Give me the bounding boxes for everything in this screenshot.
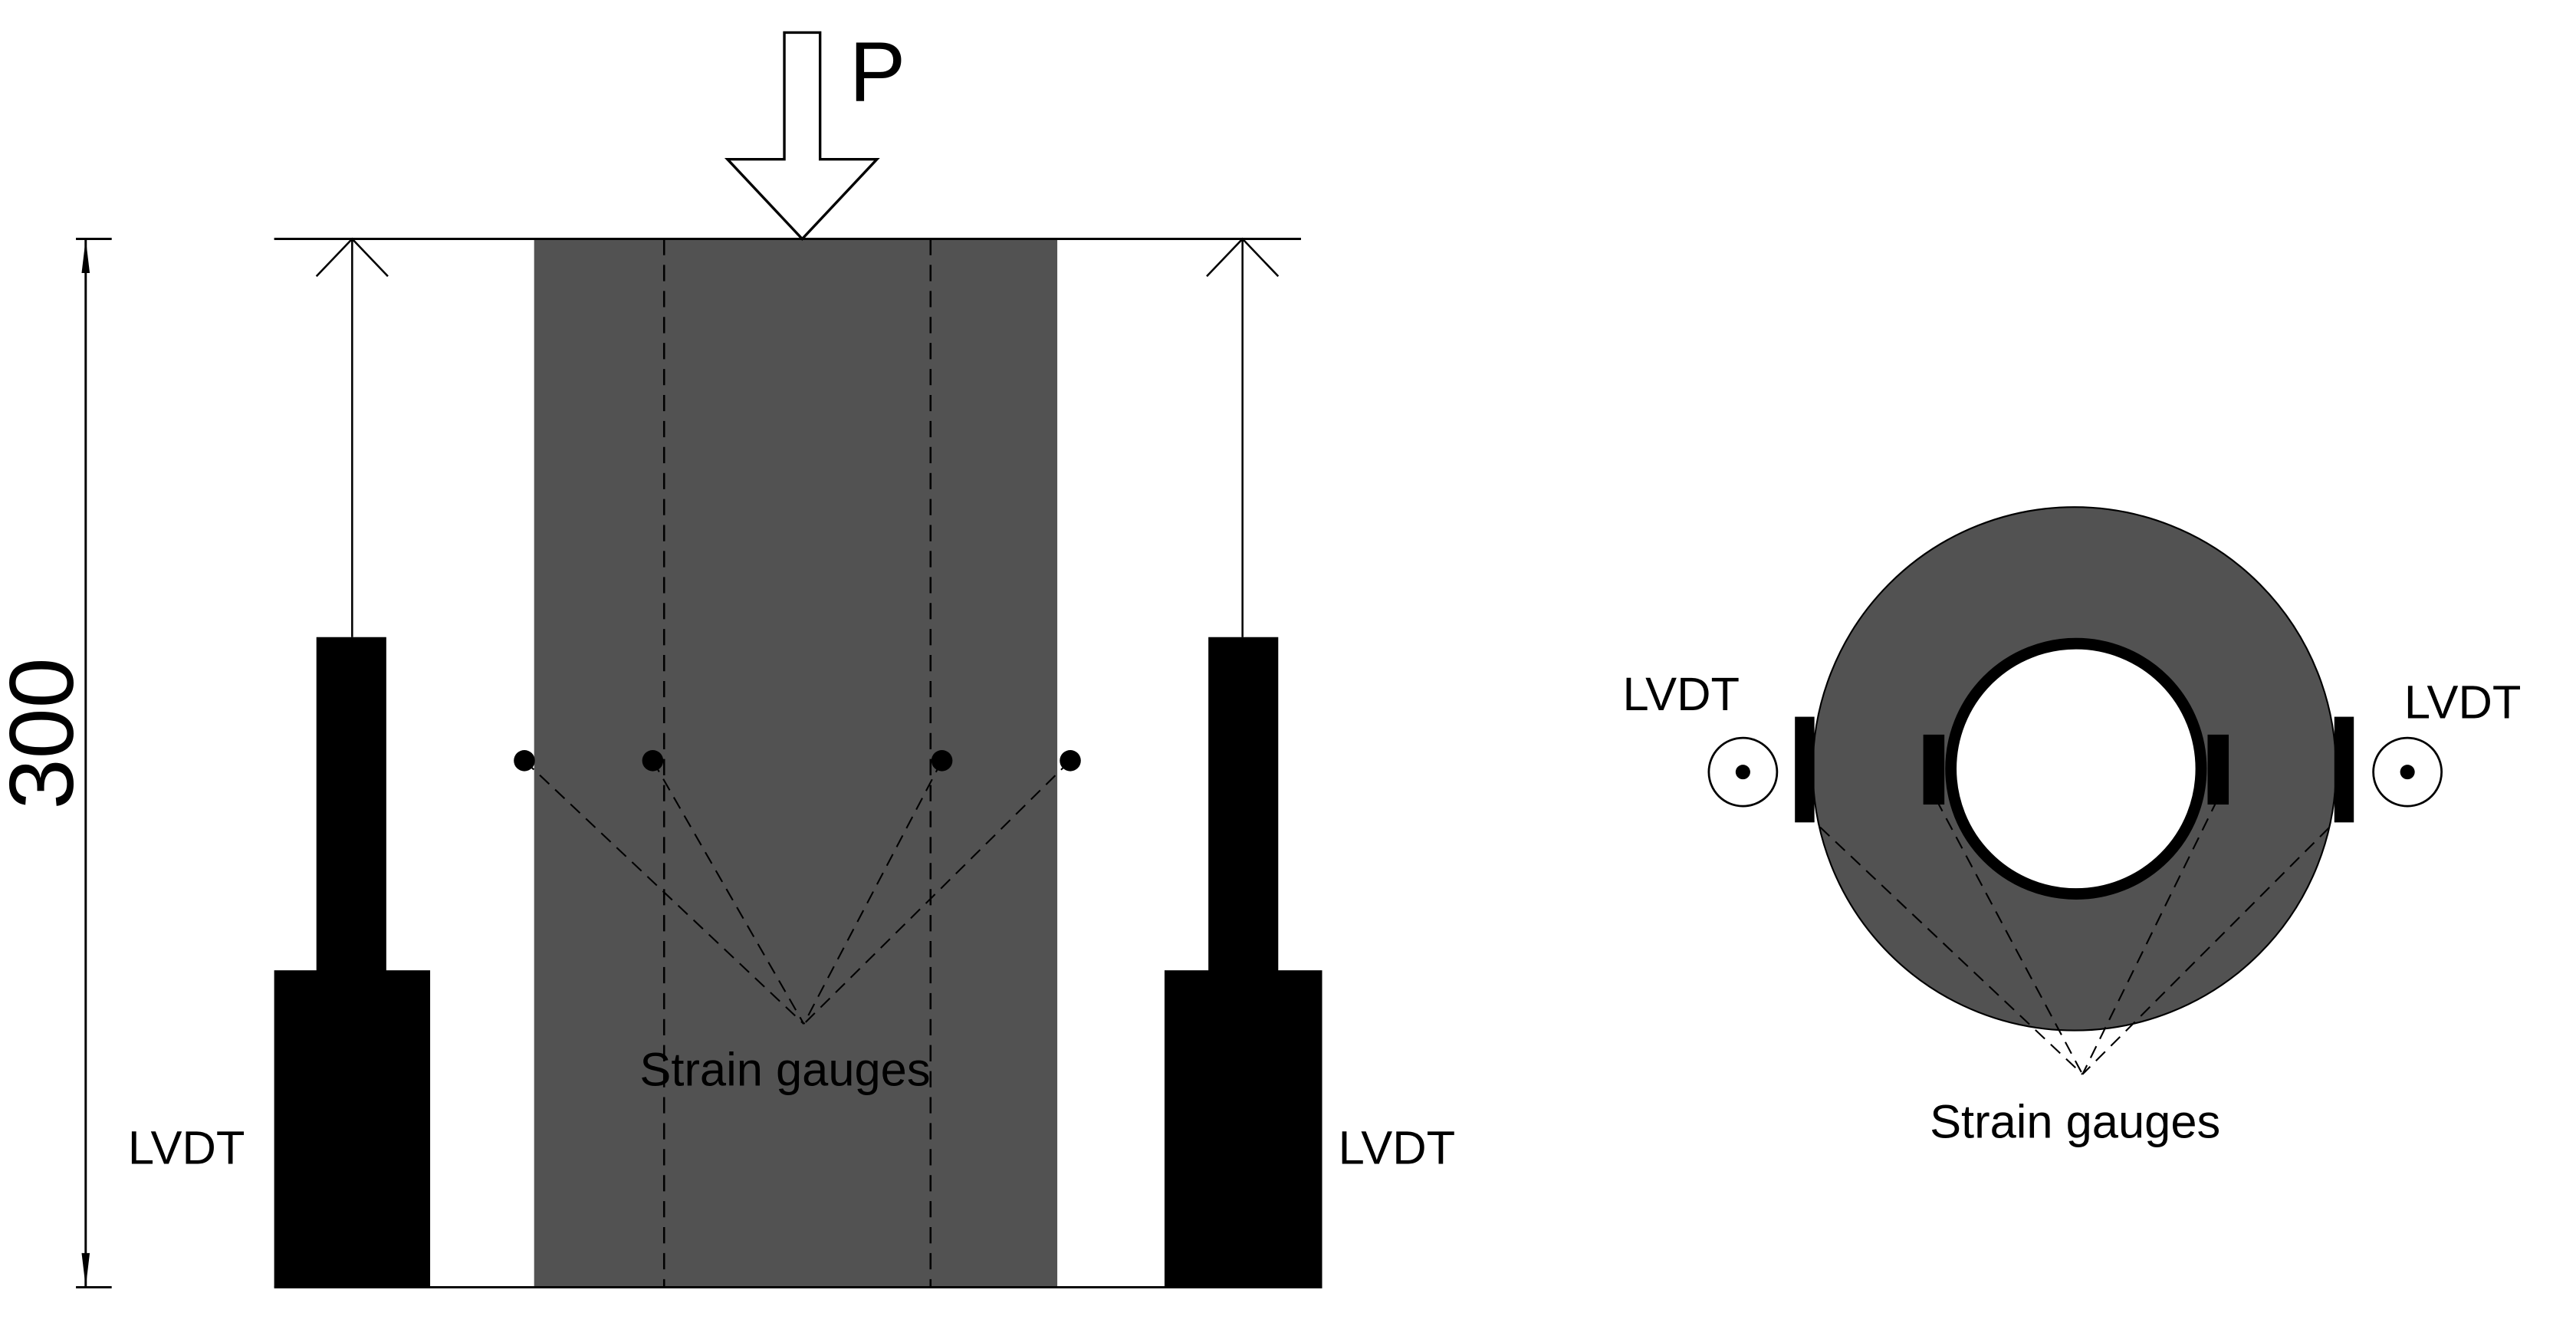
strain-gauge-leaders	[524, 760, 1071, 1025]
strain-gauge-plate-inner-right	[2207, 734, 2229, 805]
strain-gauge-plate-outer-left	[1795, 716, 1815, 823]
lvdt-left	[274, 237, 431, 1288]
height-dimension-label: 300	[0, 657, 93, 809]
lvdt-symbol-left	[1707, 736, 1779, 808]
plan-lvdt-right-label: LVDT	[2404, 676, 2521, 729]
lvdt-left-label: LVDT	[128, 1121, 245, 1174]
lvdt-symbol-right	[2372, 736, 2443, 808]
lvdt-right	[1164, 237, 1322, 1288]
plan-strain-gauge-leaders	[1804, 799, 2345, 1075]
column-specimen	[534, 239, 1058, 1288]
load-arrow	[724, 31, 880, 242]
height-dimension	[76, 238, 112, 1288]
strain-gauge-plate-inner-left	[1923, 734, 1945, 805]
elevation-view: 300 P LVDT LVDT	[0, 25, 1455, 1288]
plan-lvdt-left-label: LVDT	[1623, 668, 1740, 721]
plan-strain-gauges-label: Strain gauges	[1930, 1095, 2220, 1148]
lvdt-right-label: LVDT	[1339, 1121, 1455, 1174]
load-label: P	[849, 25, 906, 119]
plan-view: LVDT LVDT Strain gauges	[1623, 506, 2521, 1148]
strain-gauges-label: Strain gauges	[639, 1044, 930, 1097]
section-inner-hollow	[1945, 637, 2207, 900]
strain-gauge-plate-outer-right	[2334, 716, 2354, 823]
